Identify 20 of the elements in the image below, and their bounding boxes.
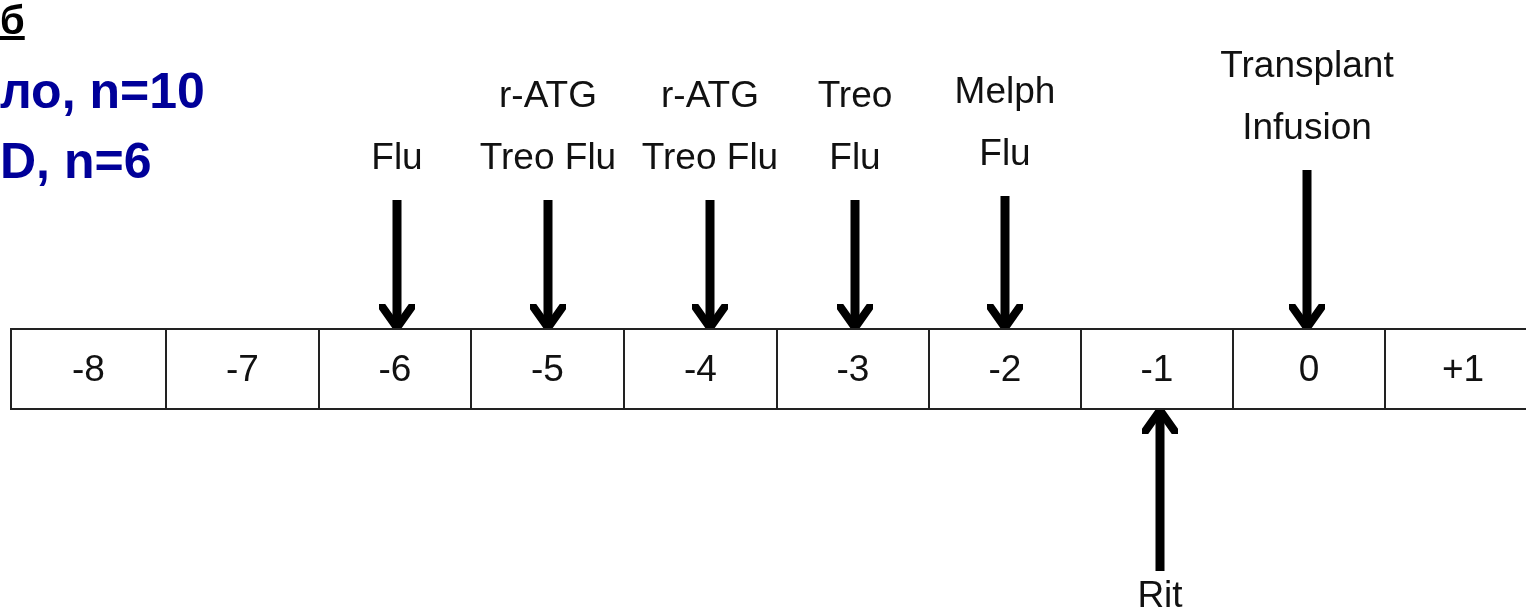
day-cell: -3 (776, 328, 930, 410)
treatment-label: r-ATG Treo Flu (473, 64, 623, 188)
treatment-label: Transplant Infusion (1177, 34, 1437, 158)
day-cell: 0 (1232, 328, 1386, 410)
group-label: ло, n=10 (0, 62, 205, 120)
drug-label: Rit (1120, 575, 1200, 615)
treatment-label: Flu (337, 126, 457, 188)
day-cell: -8 (10, 328, 167, 410)
day-cell: -2 (928, 328, 1082, 410)
day-cell: +1 (1384, 328, 1526, 410)
treatment-label: Melph Flu (930, 60, 1080, 184)
group-label: D, n=6 (0, 132, 152, 190)
day-cell: -7 (165, 328, 320, 410)
day-cell: -1 (1080, 328, 1234, 410)
treatment-label: r-ATG Treo Flu (635, 64, 785, 188)
treatment-label: Treo Flu (795, 64, 915, 188)
day-cell: -4 (623, 328, 778, 410)
panel-letter: б (0, 0, 25, 40)
day-cell: -6 (318, 328, 472, 410)
day-cell: -5 (470, 328, 625, 410)
